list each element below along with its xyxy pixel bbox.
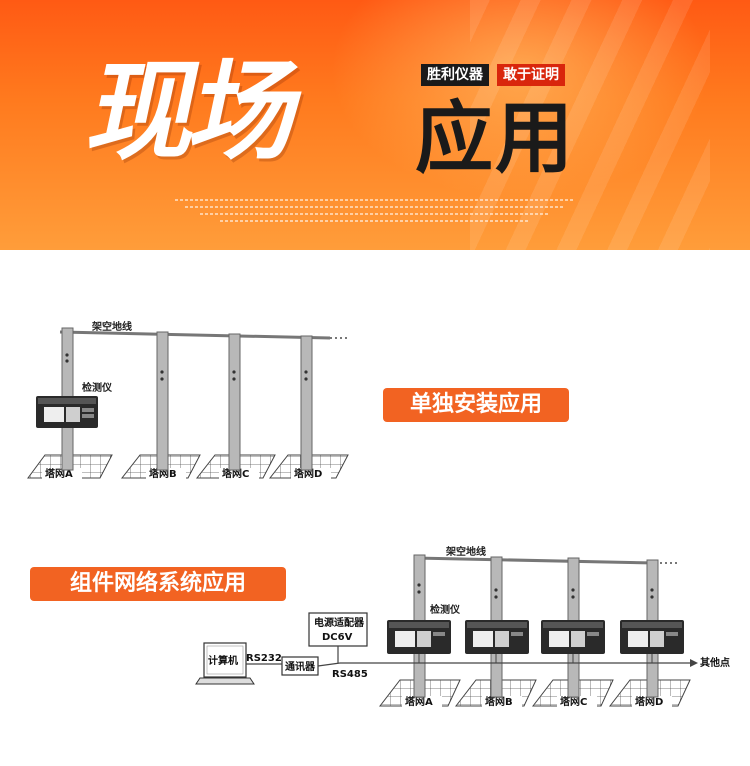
detector-device — [36, 396, 98, 428]
pole-b — [156, 331, 169, 471]
banner-glow — [330, 0, 710, 200]
banner-stripes — [470, 0, 710, 250]
communicator: 通讯器 — [281, 656, 341, 676]
banner-fineprint-line — [185, 206, 565, 208]
power-adapter-voltage: DC6V — [322, 632, 353, 643]
grid-label-b: 塔网B — [485, 695, 513, 708]
banner-title-main: 应用 — [415, 94, 576, 184]
detector-device — [541, 620, 605, 663]
standalone-install-label: 单独安装应用 — [383, 388, 569, 422]
diagram-standalone: 架空地线 塔网A 塔网B 塔网C 塔网D — [27, 320, 349, 480]
communicator-label: 通讯器 — [285, 660, 316, 673]
computer-icon: 计算机 — [195, 642, 282, 685]
computer-label: 计算机 — [208, 654, 238, 667]
power-adapter-label: 电源适配器 — [314, 616, 365, 629]
overhead-wire-label: 架空地线 — [91, 320, 132, 333]
grid-label-c: 塔网C — [560, 695, 587, 708]
pole-c — [228, 333, 241, 471]
grid-label-a: 塔网A — [405, 695, 433, 708]
grid-label-b: 塔网B — [149, 467, 177, 480]
banner-fineprint-line — [220, 220, 530, 222]
rs232-label: RS232 — [246, 653, 282, 664]
header-banner: 现场 胜利仪器 敢于证明 应用 — [0, 0, 750, 250]
other-points-label: 其他点 — [700, 656, 730, 669]
banner-fineprint-line — [200, 213, 550, 215]
rs485-label: RS485 — [332, 669, 368, 680]
detector-device — [465, 620, 529, 663]
arrow-icon — [690, 659, 698, 667]
diagram-network: 架空地线 塔网A 塔网B 塔网C 塔网D — [195, 545, 730, 708]
banner-fineprint-line — [175, 199, 575, 201]
detector-label: 检测仪 — [430, 603, 461, 616]
slogan-tag: 敢于证明 — [497, 64, 565, 86]
overhead-wire-label: 架空地线 — [445, 545, 486, 558]
detector-label: 检测仪 — [82, 381, 113, 394]
grid-label-d: 塔网D — [635, 695, 663, 708]
overhead-wire — [59, 330, 348, 340]
detector-device — [387, 620, 451, 663]
brand-tag: 胜利仪器 — [421, 64, 489, 86]
overhead-wire — [414, 556, 678, 565]
power-adapter: 电源适配器 DC6V — [308, 612, 368, 663]
detector-device — [620, 620, 684, 663]
network-system-label: 组件网络系统应用 — [30, 567, 286, 601]
pole-d — [300, 335, 313, 471]
